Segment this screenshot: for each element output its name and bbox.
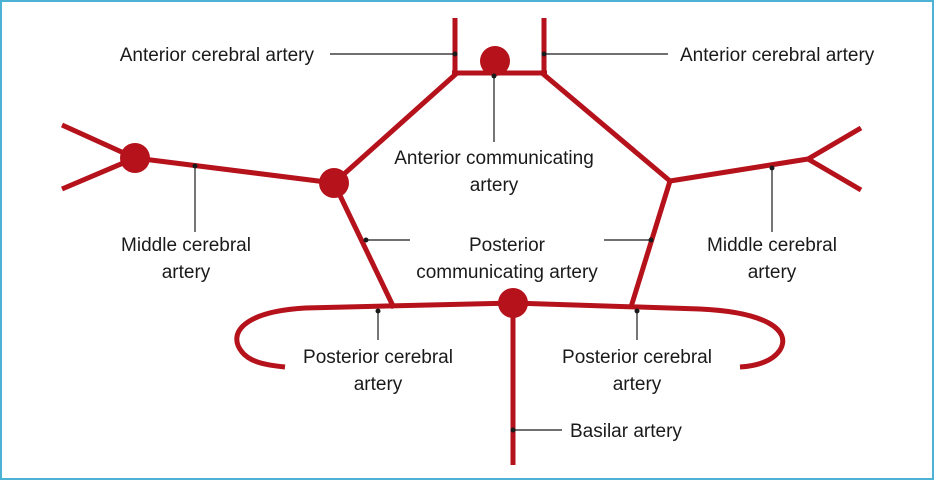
aneurysm-anterior-communicating bbox=[480, 46, 510, 76]
aneurysm-basilar-tip bbox=[498, 288, 528, 318]
aneurysm-left-bifurcation bbox=[319, 168, 349, 198]
mca-left-leader-dot bbox=[193, 164, 198, 169]
aca-right-leader-dot bbox=[542, 52, 547, 57]
label-middle-cerebral-artery-left-line1: Middle cerebral bbox=[121, 235, 251, 256]
label-middle-cerebral-artery-left-line2: artery bbox=[162, 262, 211, 283]
pca-right-leader-dot bbox=[635, 309, 640, 314]
label-posterior-communicating-artery-line2: communicating artery bbox=[416, 262, 598, 283]
label-middle-cerebral-artery-right-line2: artery bbox=[748, 262, 797, 283]
label-anterior-cerebral-artery-right: Anterior cerebral artery bbox=[680, 45, 875, 66]
mca-right-leader-dot bbox=[770, 166, 775, 171]
label-anterior-communicating-artery-line2: artery bbox=[470, 175, 519, 196]
label-basilar-artery: Basilar artery bbox=[570, 421, 682, 442]
aca-left-leader-dot bbox=[453, 52, 458, 57]
acom-leader-dot bbox=[492, 74, 497, 79]
basilar-leader-dot bbox=[511, 428, 516, 433]
aneurysm-middle-cerebral-left bbox=[120, 143, 150, 173]
label-posterior-cerebral-artery-right-line2: artery bbox=[613, 374, 662, 395]
label-anterior-communicating-artery-line1: Anterior communicating bbox=[394, 148, 594, 169]
pca-left-leader-dot bbox=[376, 309, 381, 314]
pcom-left-leader-dot bbox=[364, 238, 369, 243]
label-posterior-communicating-artery-line1: Posterior bbox=[469, 235, 546, 256]
label-posterior-cerebral-artery-left-line2: artery bbox=[354, 374, 403, 395]
label-middle-cerebral-artery-right-line1: Middle cerebral bbox=[707, 235, 837, 256]
label-anterior-cerebral-artery-left: Anterior cerebral artery bbox=[120, 45, 315, 66]
label-posterior-cerebral-artery-right-line1: Posterior cerebral bbox=[562, 347, 712, 368]
label-posterior-cerebral-artery-left-line1: Posterior cerebral bbox=[303, 347, 453, 368]
pcom-right-leader-dot bbox=[649, 238, 654, 243]
